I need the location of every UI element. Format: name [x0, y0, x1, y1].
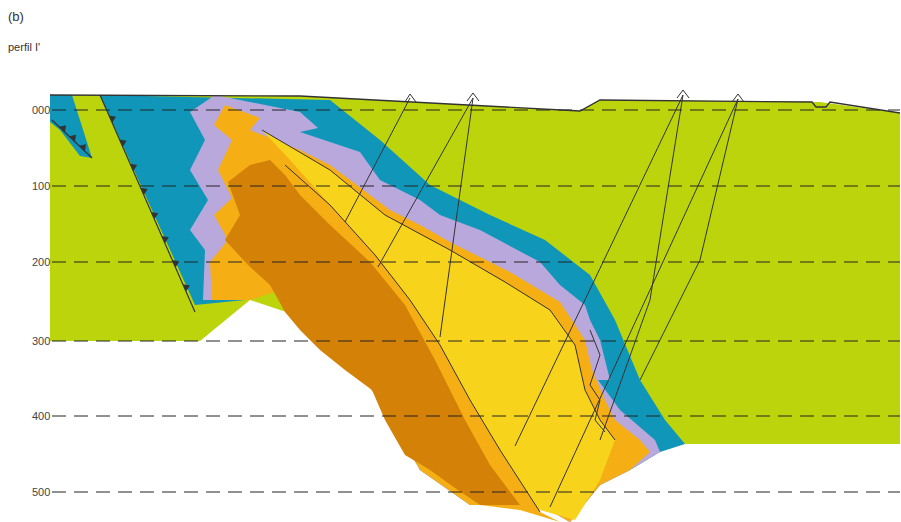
orange-unit: [210, 105, 650, 522]
thrust-tooth: [59, 125, 66, 132]
thrust-tooth: [183, 284, 190, 291]
brown-unit: [225, 160, 520, 505]
blue-unit: [50, 95, 92, 158]
depth-value: 100: [32, 181, 50, 192]
thrust-tooth: [151, 212, 158, 219]
thrust-tooth: [69, 135, 76, 142]
thrust-tooth: [79, 144, 86, 151]
thrust-tooth: [109, 115, 116, 122]
fault-lines: [345, 90, 744, 507]
thrust-tooth: [141, 188, 148, 195]
profile-name: perfil I': [8, 42, 40, 53]
thrust-tooth: [120, 140, 127, 147]
depth-value: 000: [32, 105, 50, 116]
thrust-tooth: [130, 164, 137, 171]
depth-value: 200: [32, 257, 50, 268]
figure-letter: (b): [8, 10, 24, 23]
depth-value: 500: [32, 487, 50, 498]
thrust-tooth: [172, 260, 179, 267]
blue-unit: [100, 95, 685, 522]
lavender-unit: [190, 95, 660, 522]
depth-value: 300: [32, 336, 50, 347]
depth-grid: [52, 110, 900, 492]
topography: [50, 95, 900, 113]
depth-value: 400: [32, 411, 50, 422]
thrust-tooth: [162, 236, 169, 243]
